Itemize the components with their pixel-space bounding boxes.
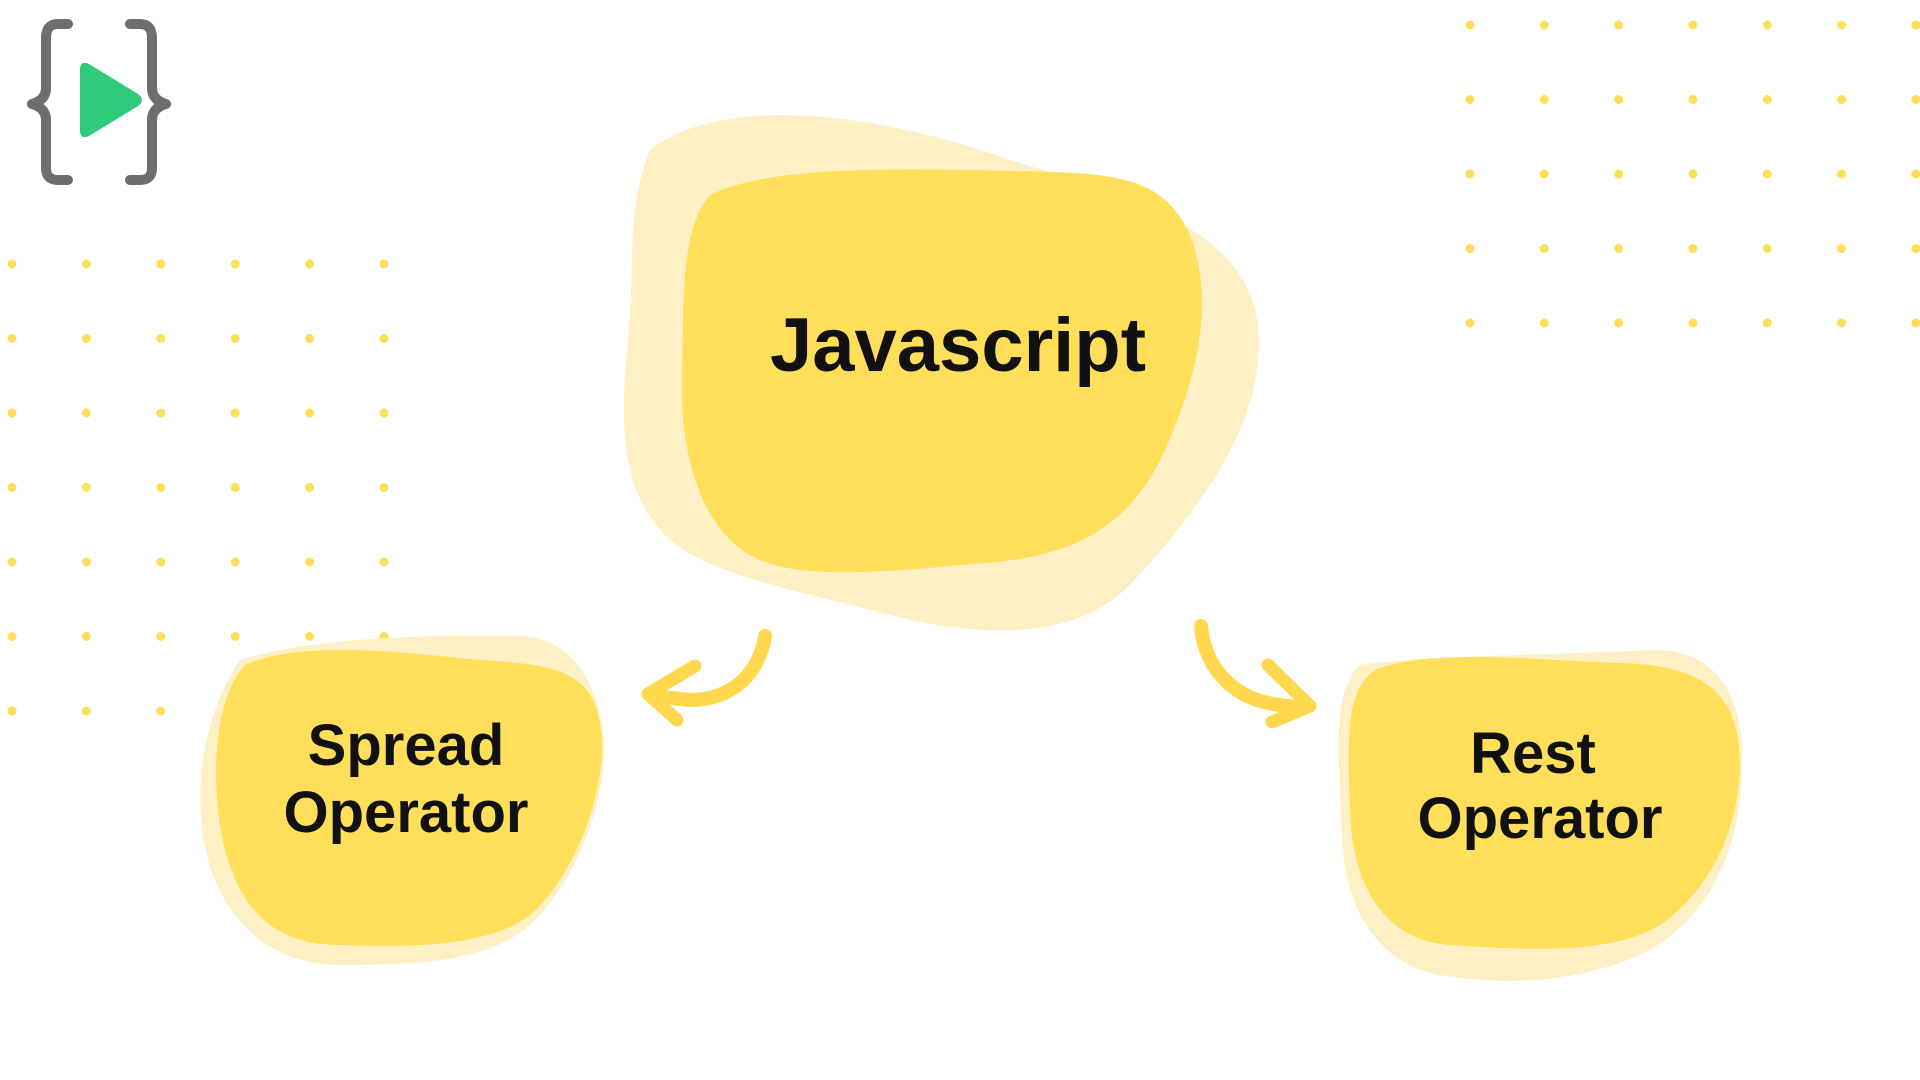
decorative-dot: [1911, 169, 1920, 179]
decorative-dot: [1465, 244, 1475, 253]
blob-main: [216, 649, 602, 946]
decorative-dot: [1762, 20, 1772, 30]
arrow-shaft: [1194, 619, 1309, 715]
decorative-dot: [1837, 20, 1846, 30]
node-javascript: Javascript: [623, 115, 1259, 631]
child-label-line-2: Operator: [284, 780, 529, 845]
decorative-dot: [230, 259, 240, 269]
decorative-dot: [81, 706, 91, 716]
decorative-dot: [7, 483, 17, 492]
decorative-dot: [305, 334, 315, 343]
decorative-dot: [1762, 244, 1772, 253]
decorative-dot: [156, 483, 166, 492]
decorative-dot: [230, 632, 240, 641]
decorative-dot: [379, 334, 389, 343]
child-label-line-2: Operator: [1418, 786, 1663, 851]
blob-main: [1348, 657, 1740, 949]
decorative-dot: [156, 706, 166, 716]
decorative-dot: [1539, 169, 1549, 179]
decorative-dot: [7, 334, 17, 343]
decorative-dot: [1837, 169, 1846, 179]
decorative-dot: [230, 408, 240, 418]
decorative-dot: [81, 259, 91, 269]
decorative-dot: [7, 632, 17, 641]
node-spread-operator: Spread Operator: [200, 635, 605, 965]
right-brace: [125, 19, 171, 185]
decorative-dot: [1614, 20, 1624, 30]
dot-grid-left: [7, 259, 389, 716]
decorative-dot: [1688, 20, 1698, 30]
decorative-dot: [1539, 95, 1549, 104]
decorative-dot: [1911, 318, 1920, 328]
decorative-dot: [1837, 244, 1846, 253]
root-label: Javascript: [770, 303, 1146, 388]
decorative-dot: [1688, 318, 1698, 328]
decorative-dot: [230, 483, 240, 492]
decorative-dot: [379, 557, 389, 567]
decorative-dot: [1465, 318, 1475, 328]
decorative-dot: [156, 632, 166, 641]
blob-main: [681, 169, 1202, 573]
decorative-dot: [81, 632, 91, 641]
child-label-line-1: Spread: [308, 713, 505, 778]
decorative-dot: [1614, 244, 1624, 253]
child-label-line-1: Rest: [1470, 721, 1596, 786]
decorative-dot: [81, 408, 91, 418]
decorative-dot: [156, 557, 166, 567]
decorative-dot: [379, 483, 389, 492]
decorative-dot: [7, 706, 17, 716]
decorative-dot: [1614, 95, 1624, 104]
decorative-dot: [1837, 318, 1846, 328]
decorative-dot: [7, 408, 17, 418]
node-rest-operator: Rest Operator: [1338, 649, 1743, 981]
decorative-dot: [1539, 20, 1549, 30]
decorative-dot: [1762, 95, 1772, 104]
decorative-dot: [7, 557, 17, 567]
arrow-head: [1261, 658, 1317, 729]
decorative-dot: [81, 334, 91, 343]
arrow-head: [641, 659, 702, 727]
decorative-dot: [81, 483, 91, 492]
decorative-dot: [1762, 169, 1772, 179]
decorative-dot: [1688, 95, 1698, 104]
decorative-dot: [1688, 244, 1698, 253]
decorative-dot: [1539, 244, 1549, 253]
decorative-dot: [1614, 169, 1624, 179]
decorative-dot: [1762, 318, 1772, 328]
decorative-dot: [1539, 318, 1549, 328]
decorative-dot: [305, 483, 315, 492]
decorative-dot: [1465, 169, 1475, 179]
decorative-dot: [305, 557, 315, 567]
play-triangle: [80, 62, 142, 138]
decorative-dot: [379, 259, 389, 269]
decorative-dot: [305, 259, 315, 269]
decorative-dot: [1911, 244, 1920, 253]
decorative-dot: [230, 557, 240, 567]
decorative-dot: [1911, 95, 1920, 104]
decorative-dot: [305, 408, 315, 418]
arrow-to-rest-operator: [1194, 619, 1317, 729]
decorative-dot: [81, 557, 91, 567]
code-braces-play-icon: [27, 19, 171, 185]
decorative-dot: [305, 632, 315, 641]
arrow-shaft: [653, 629, 772, 707]
decorative-dot: [7, 259, 17, 269]
decorative-dot: [230, 334, 240, 343]
decorative-dot: [156, 259, 166, 269]
decorative-dot: [1688, 169, 1698, 179]
decorative-dot: [1837, 95, 1846, 104]
decorative-dot: [156, 334, 166, 343]
decorative-dot: [379, 408, 389, 418]
decorative-dot: [1911, 20, 1920, 30]
decorative-dot: [1614, 318, 1624, 328]
decorative-dot: [1465, 20, 1475, 30]
decorative-dot: [156, 408, 166, 418]
dot-grid-right: [1465, 20, 1920, 328]
decorative-dot: [1465, 95, 1475, 104]
arrow-to-spread-operator: [641, 629, 772, 727]
left-brace: [27, 19, 73, 185]
